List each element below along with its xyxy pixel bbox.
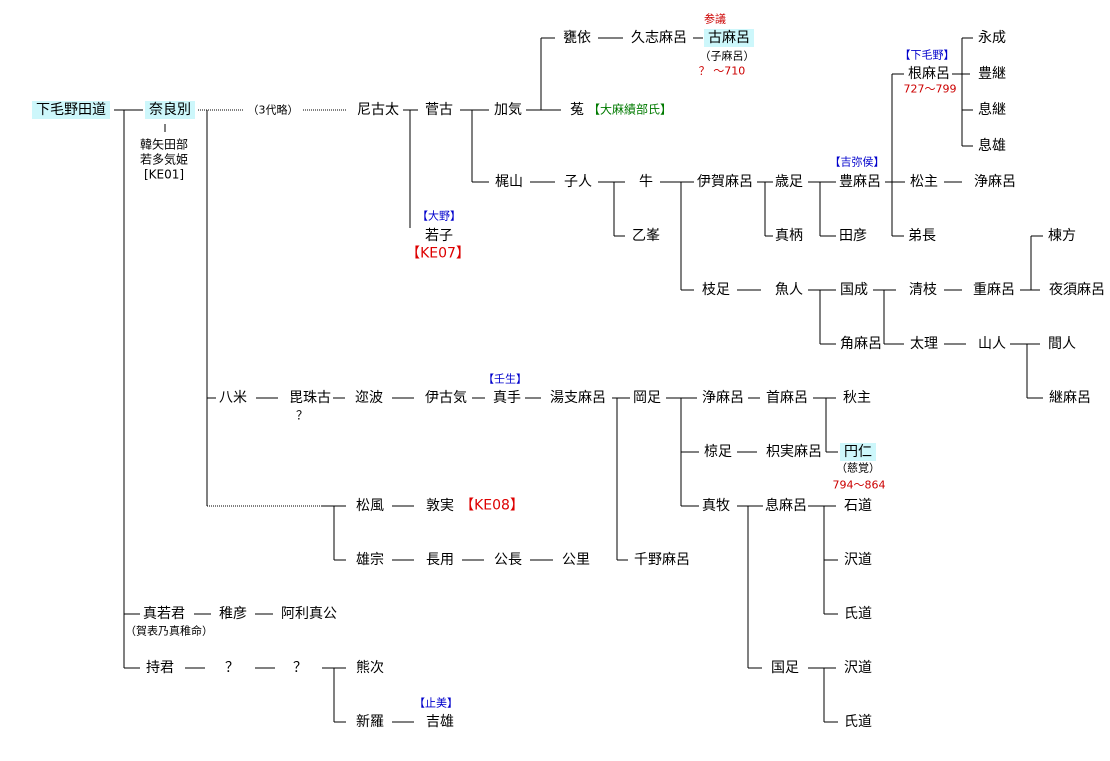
person-mukutari: 椋足 xyxy=(704,444,732,460)
person-uohito: 魚人 xyxy=(775,282,803,298)
person-sawamichi: 沢道 xyxy=(844,552,872,568)
person-ennin-alias: （慈覚） xyxy=(836,461,880,475)
person-otonaga: 弟長 xyxy=(908,228,936,244)
person-hashihito: 間人 xyxy=(1048,336,1076,352)
person-yame: 八米 xyxy=(219,390,247,406)
person-okatari: 岡足 xyxy=(633,390,661,406)
person-kiyomaro-2: 浄麻呂 xyxy=(702,390,744,406)
person-arimakimi: 阿利真公 xyxy=(281,606,337,622)
person-kajiyama: 梶山 xyxy=(495,174,523,190)
person-toshitari: 歳足 xyxy=(775,174,803,190)
person-mate: 真手 xyxy=(493,390,521,406)
person-akinushi: 秋主 xyxy=(843,390,871,406)
person-sawamichi-2: 沢道 xyxy=(844,660,872,676)
clan-shimotsuke-tag: 【下毛野】 xyxy=(899,48,955,62)
person-obitomaro: 首麻呂 xyxy=(766,390,808,406)
unknown-person-1: ？ xyxy=(225,660,239,676)
person-kuninari: 国成 xyxy=(840,282,868,298)
person-mawakagimi-alias: （賀表乃真稚命） xyxy=(125,624,213,638)
person-yasumaro: 夜須麻呂 xyxy=(1049,282,1105,298)
person-shiragi: 新羅 xyxy=(356,714,384,730)
clan-shimi-tag: 【止美】 xyxy=(414,696,458,710)
person-tsugumaro: 継麻呂 xyxy=(1049,390,1091,406)
spouse-code: [KE01] xyxy=(143,167,185,182)
person-kiyoeda: 清枝 xyxy=(909,282,937,298)
person-munekata: 棟方 xyxy=(1048,228,1076,244)
person-okimaro: 息麻呂 xyxy=(765,498,807,514)
person-mochikimi: 持君 xyxy=(146,660,174,676)
person-atsuzane: 敦実 xyxy=(426,498,454,514)
person-sugako: 菅古 xyxy=(425,102,453,118)
ennin-years: 794～864 xyxy=(832,478,886,492)
person-nagamochi: 長用 xyxy=(426,552,454,568)
person-edatari: 枝足 xyxy=(702,282,730,298)
person-otomine: 乙峯 xyxy=(632,228,660,244)
person-nagashige: 永成 xyxy=(978,30,1006,46)
person-ennin: 円仁 xyxy=(840,443,876,461)
person-yukimaro: 湯支麻呂 xyxy=(550,390,606,406)
bijuko-uncertain: ？ xyxy=(295,408,309,423)
person-okio: 息雄 xyxy=(978,138,1006,154)
person-shimotsukenu-tamichi: 下毛野田道 xyxy=(32,101,110,119)
person-matsunushi: 松主 xyxy=(910,174,938,190)
person-kiyomaro: 浄麻呂 xyxy=(974,174,1016,190)
person-tsunomaro: 角麻呂 xyxy=(840,336,882,352)
title-sangi-tag: 参議 xyxy=(704,12,726,26)
person-kunitari: 国足 xyxy=(771,660,799,676)
person-kobito: 子人 xyxy=(564,174,592,190)
person-komaro: 古麻呂 xyxy=(704,29,754,47)
unknown-person-2: ？ xyxy=(293,660,307,676)
person-okitsugu: 息継 xyxy=(978,102,1006,118)
code-ke07: 【KE07】 xyxy=(406,245,470,262)
person-nemaro: 根麻呂 xyxy=(908,66,950,82)
person-ikoke: 伊古気 xyxy=(425,390,467,406)
person-omune: 雄宗 xyxy=(356,552,384,568)
person-narawake: 奈良別 xyxy=(145,101,195,119)
person-ushi: 牛 xyxy=(639,174,653,190)
person-yoshio: 吉雄 xyxy=(426,714,454,730)
person-wakako: 若子 xyxy=(425,228,453,244)
clan-oomaro-tag: 【大麻績部氏】 xyxy=(587,102,673,117)
spouse-name-1: 韓矢田部 xyxy=(139,137,189,152)
nemaro-years: 727～799 xyxy=(903,82,957,96)
person-komaro-alias: （子麻呂） xyxy=(699,49,755,63)
person-wakahiko: 稚彦 xyxy=(219,606,247,622)
person-mawakagimi: 真若君 xyxy=(143,606,185,622)
person-ujimichi: 氏道 xyxy=(844,606,872,622)
spouse-name-2: 若多気姫 xyxy=(139,152,189,167)
clan-kibiko-tag: 【吉弥侯】 xyxy=(829,155,885,169)
person-shigemaro: 重麻呂 xyxy=(973,282,1015,298)
person-nikota: 尼古太 xyxy=(357,102,399,118)
person-maki: 真牧 xyxy=(702,498,730,514)
person-kushimaro: 久志麻呂 xyxy=(631,30,687,46)
person-matsuka: 真柄 xyxy=(775,228,803,244)
omitted-generations-note: （3代略） xyxy=(247,103,299,117)
person-kiminaga: 公長 xyxy=(494,552,522,568)
clan-mibu-tag: 【壬生】 xyxy=(483,372,527,386)
komaro-years: ？ ～710 xyxy=(698,64,746,78)
person-yamahito: 山人 xyxy=(978,336,1006,352)
person-toyomaro: 豊麻呂 xyxy=(839,174,881,190)
person-bijuko: 毘珠古 xyxy=(289,390,331,406)
clan-ono-tag: 【大野】 xyxy=(417,209,461,223)
person-kimisato: 公里 xyxy=(562,552,590,568)
person-tahiko: 田彦 xyxy=(839,228,867,244)
person-ujimichi-2: 氏道 xyxy=(844,714,872,730)
person-kake: 加気 xyxy=(494,102,522,118)
person-tari: 太理 xyxy=(910,336,938,352)
person-chinomaro: 千野麻呂 xyxy=(634,552,690,568)
person-kinomimaro: 枳実麻呂 xyxy=(766,444,822,460)
person-igamaro: 伊賀麻呂 xyxy=(697,174,753,190)
person-niwa: 迩波 xyxy=(355,390,383,406)
person-kumaji: 熊次 xyxy=(356,660,384,676)
code-ke08: 【KE08】 xyxy=(460,497,524,514)
person-matsukaze: 松風 xyxy=(356,498,384,514)
person-ishimichi: 石道 xyxy=(844,498,872,514)
person-kamayori: 甕依 xyxy=(563,30,591,46)
person-u: 菟 xyxy=(570,102,584,118)
person-toyotsugu: 豊継 xyxy=(978,66,1006,82)
